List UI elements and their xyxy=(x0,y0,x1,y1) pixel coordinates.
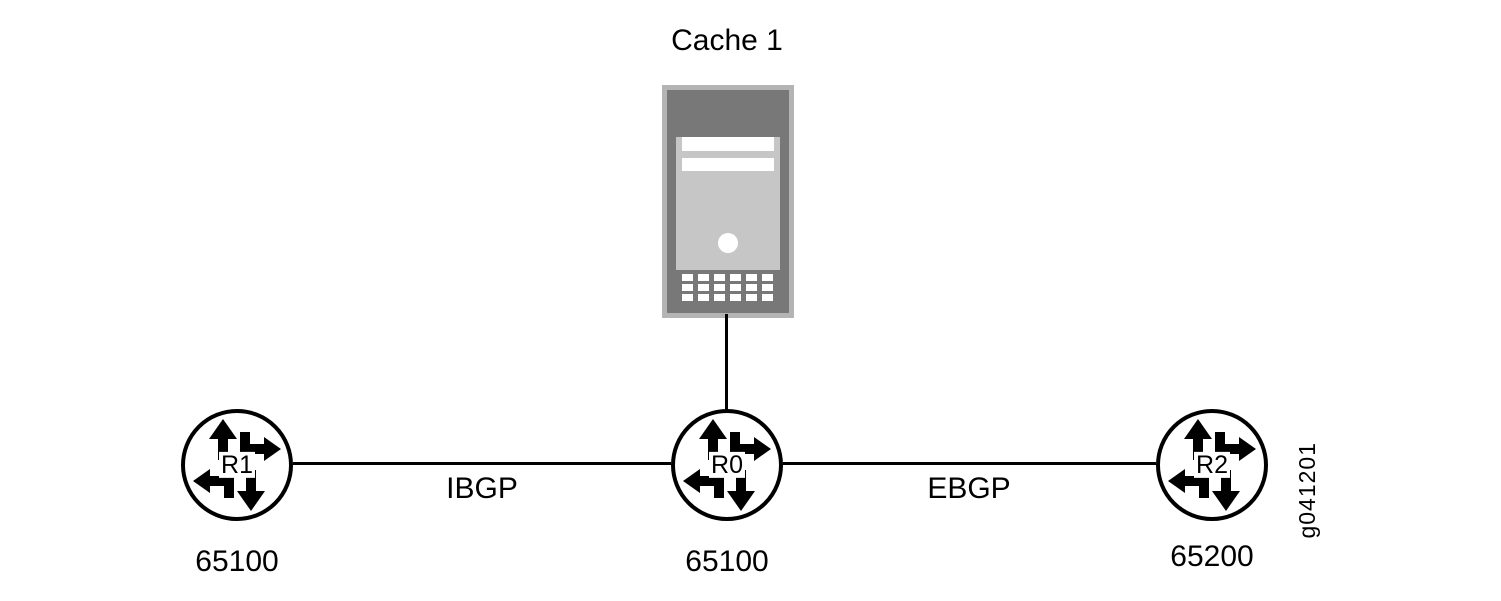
router-r0-label: R0 xyxy=(709,450,745,479)
link-r1-r0 xyxy=(293,462,671,465)
link-label-ebgp: EBGP xyxy=(927,472,1011,505)
asn-r0: 65100 xyxy=(685,545,769,578)
router-r0: R0 xyxy=(669,407,785,523)
link-r0-r2 xyxy=(783,462,1156,465)
cache-server-icon xyxy=(662,85,794,318)
link-cache-r0 xyxy=(725,314,728,410)
router-r1-label: R1 xyxy=(219,450,255,479)
server-tower-icon xyxy=(662,85,794,318)
router-r2-label: R2 xyxy=(1194,450,1230,479)
link-label-ibgp: IBGP xyxy=(446,472,518,505)
asn-r1: 65100 xyxy=(195,545,279,578)
figure-code: g041201 xyxy=(1294,442,1320,539)
router-r2: R2 xyxy=(1154,407,1270,523)
asn-r2: 65200 xyxy=(1170,540,1254,573)
router-r1: R1 xyxy=(179,407,295,523)
cache-label: Cache 1 xyxy=(671,24,783,57)
